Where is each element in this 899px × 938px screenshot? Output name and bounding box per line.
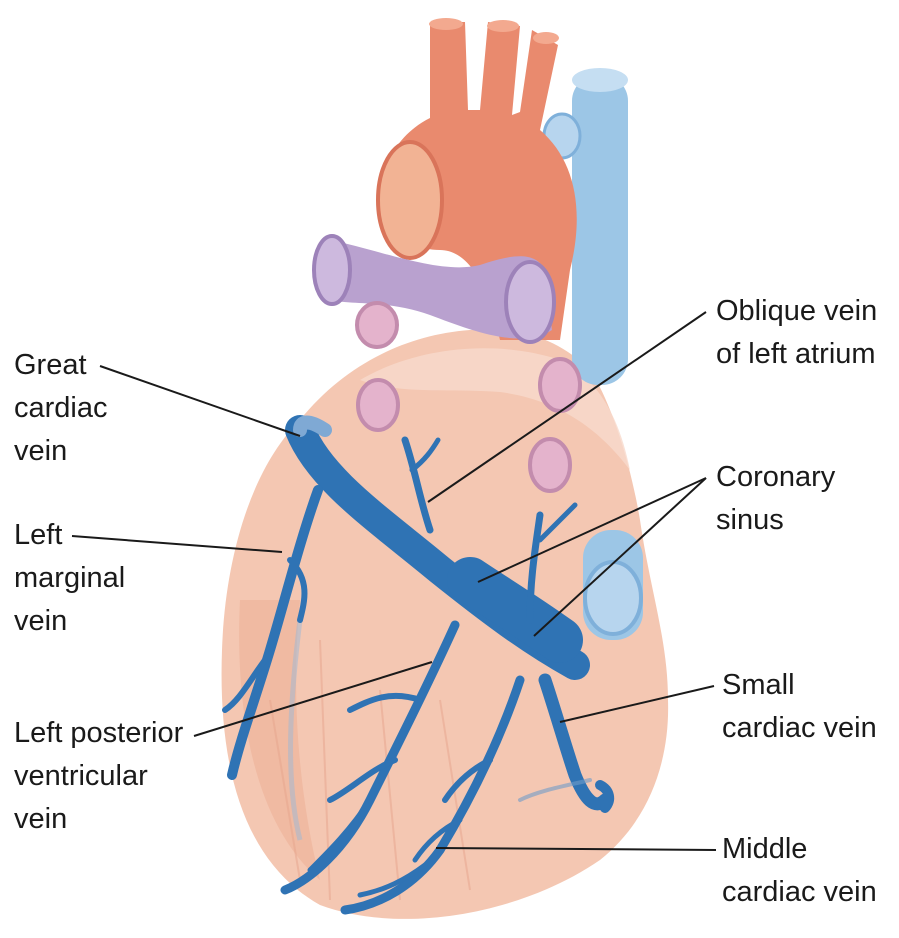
label-middle-cardiac-vein: Middle cardiac vein (722, 828, 877, 914)
label-small-cardiac-vein: Small cardiac vein (722, 664, 877, 750)
label-left-posterior-ventricular-vein: Left posterior ventricular vein (14, 712, 183, 841)
label-great-cardiac-vein: Great cardiac vein (14, 344, 108, 473)
label-left-marginal-vein: Left marginal vein (14, 514, 125, 643)
leader-great-cardiac-vein (100, 366, 300, 436)
label-oblique-vein-of-left-atrium: Oblique vein of left atrium (716, 290, 877, 376)
label-coronary-sinus: Coronary sinus (716, 456, 835, 542)
